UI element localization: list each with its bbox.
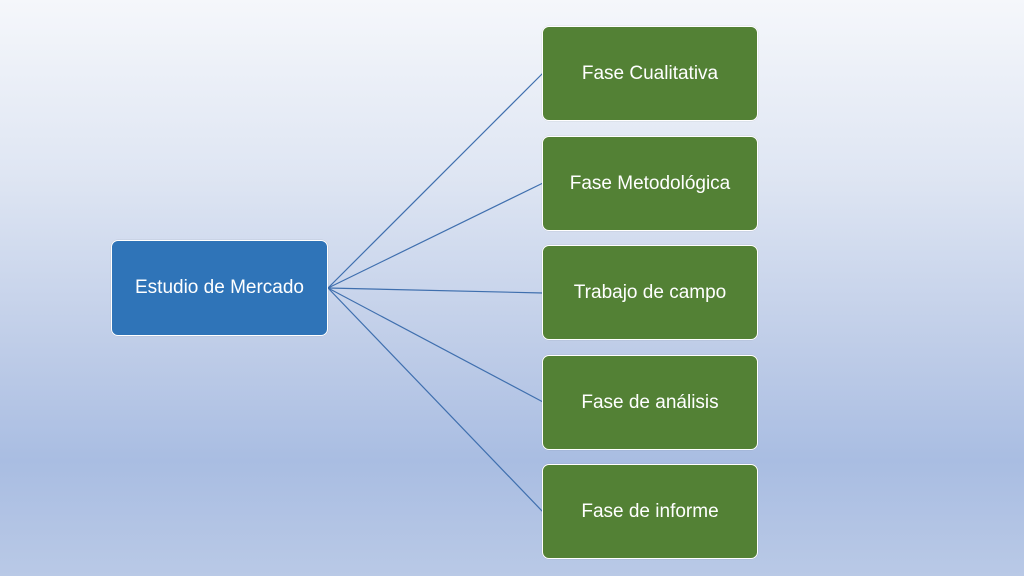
child-node-label: Fase de informe (581, 500, 719, 522)
child-node-label: Fase de análisis (581, 391, 719, 413)
child-node-fase-cualitativa: Fase Cualitativa (542, 26, 758, 121)
child-node-label: Fase Metodológica (569, 172, 731, 194)
child-node-label: Trabajo de campo (573, 281, 727, 303)
root-node-estudio-de-mercado: Estudio de Mercado (111, 240, 328, 336)
connector-line-fase-cualitativa (327, 72, 544, 289)
connector-line-fase-de-informe (327, 287, 544, 513)
child-node-fase-metodologica: Fase Metodológica (542, 136, 758, 231)
child-node-trabajo-de-campo: Trabajo de campo (542, 245, 758, 340)
root-node-label: Estudio de Mercado (135, 277, 304, 298)
connector-line-trabajo-de-campo (327, 287, 544, 294)
connector-line-fase-metodologica (327, 182, 544, 289)
connector-line-fase-de-analisis (327, 287, 544, 403)
child-node-fase-de-informe: Fase de informe (542, 464, 758, 559)
child-node-label: Fase Cualitativa (581, 62, 719, 84)
child-node-fase-de-analisis: Fase de análisis (542, 355, 758, 450)
